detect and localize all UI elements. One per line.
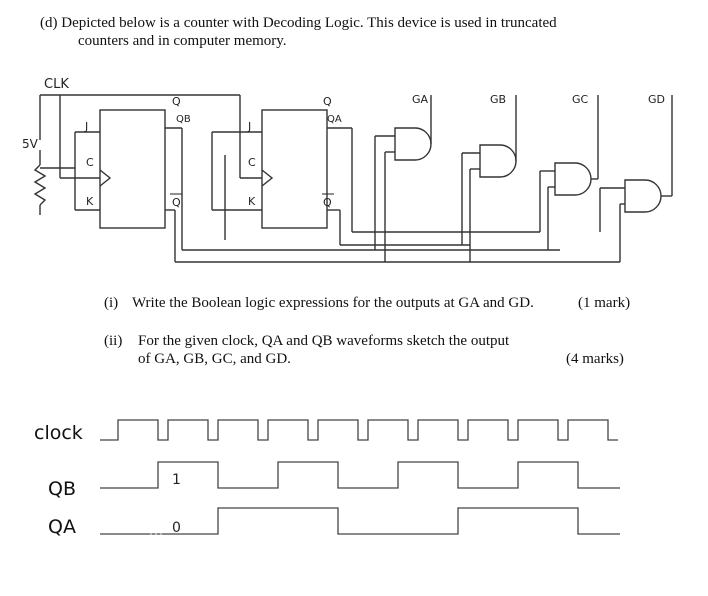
ff2-c-label: C	[248, 156, 256, 169]
ff1-c-label: C	[86, 156, 94, 169]
qb-note: 1	[172, 472, 181, 488]
question-line-1: (d) Depicted below is a counter with Dec…	[40, 15, 557, 31]
clk-label: CLK	[44, 77, 69, 92]
ff1-qbar-label: Q	[172, 196, 181, 209]
ff2-qbar-label: Q	[323, 196, 332, 209]
part-i-marks: (1 mark)	[578, 295, 631, 311]
ff1-k-label: K	[86, 195, 94, 208]
ff2-k-label: K	[248, 195, 256, 208]
part-i-text: Write the Boolean logic expressions for …	[132, 295, 534, 311]
question-line-2: counters and in computer memory.	[78, 33, 287, 49]
ff1-q-label: Q	[172, 95, 181, 108]
supply-label: 5V	[22, 137, 39, 151]
gate-b-label: GB	[490, 93, 506, 106]
part-ii-text-1: For the given clock, QA and QB waveforms…	[138, 333, 510, 349]
ff2-out-name: QA	[327, 114, 342, 125]
qa-waveform	[100, 507, 620, 535]
ff2-j-label: J	[247, 120, 251, 133]
qa-note: 0	[172, 520, 181, 536]
clock-label: clock	[34, 422, 83, 444]
gate-d-label: GD	[648, 93, 665, 106]
part-ii-text-2: of GA, GB, GC, and GD.	[138, 351, 291, 367]
part-ii-marks: (4 marks)	[566, 351, 624, 367]
ff1-j-label: J	[84, 120, 88, 133]
qb-waveform	[100, 461, 620, 489]
clock-waveform	[100, 419, 618, 441]
part-i-label: (i)	[104, 295, 119, 311]
gate-c-label: GC	[572, 93, 589, 106]
ff1-out-name: QB	[176, 114, 191, 125]
ff2-q-label: Q	[323, 95, 332, 108]
qa-label: QA	[48, 516, 76, 538]
qb-label: QB	[48, 478, 76, 500]
gate-a-label: GA	[412, 93, 429, 106]
part-ii-label: (ii)	[104, 333, 123, 349]
counter-circuit-diagram: CLK 5V J C K Q QB Q J C K Q QA Q GA GB G…	[22, 77, 673, 263]
